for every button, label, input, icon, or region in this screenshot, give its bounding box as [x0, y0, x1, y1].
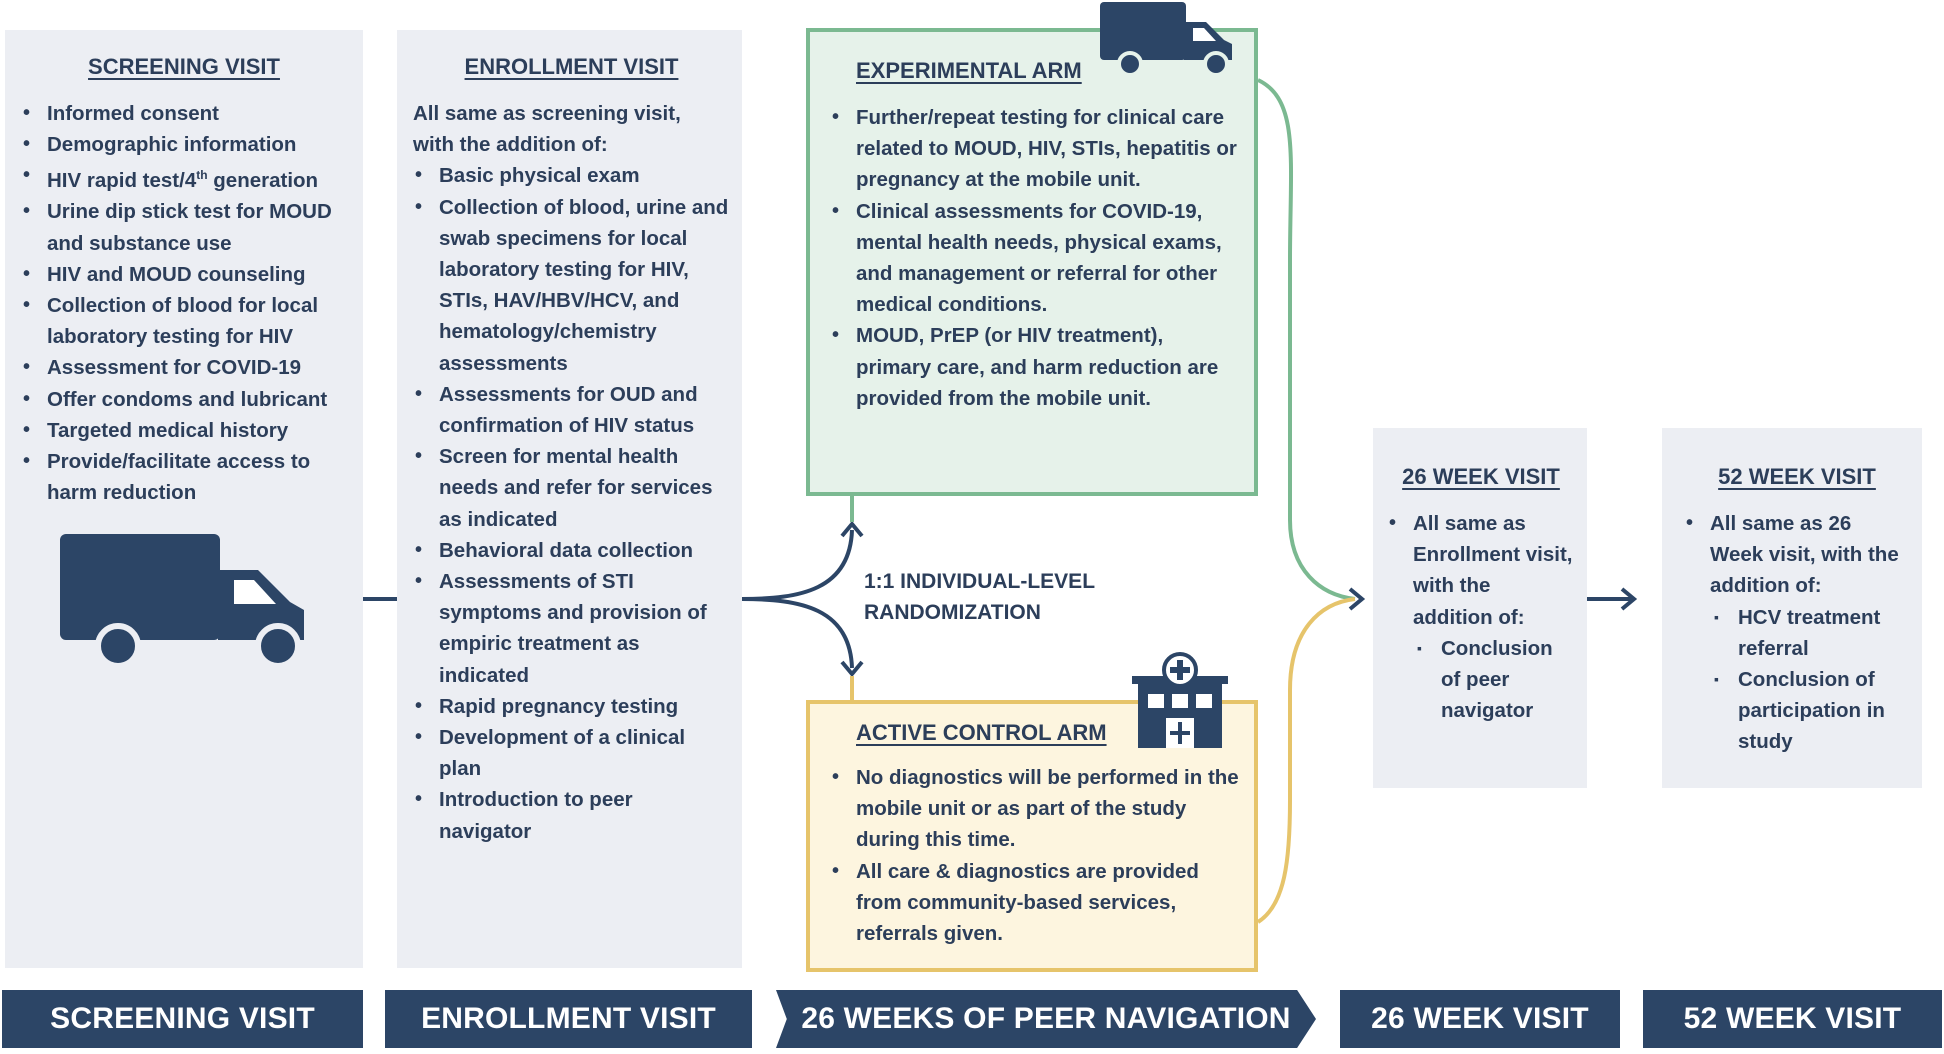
screening-panel: SCREENING VISIT Informed consent Demogra…	[5, 30, 363, 968]
timeline-enrollment: ENROLLMENT VISIT	[385, 990, 752, 1048]
timeline-week26: 26 WEEK VISIT	[1340, 990, 1620, 1048]
active-control-arm-panel: ACTIVE CONTROL ARM No diagnostics will b…	[806, 700, 1258, 972]
list-item: Demographic information	[21, 129, 347, 160]
list-item: Collection of blood, urine and swab spec…	[413, 192, 730, 379]
week26-list: All same as Enrollment visit, with the a…	[1387, 508, 1575, 633]
list-item: Behavioral data collection	[413, 535, 730, 566]
timeline-screening: SCREENING VISIT	[2, 990, 363, 1048]
screening-list: Informed consent Demographic information…	[21, 98, 347, 508]
list-item: Informed consent	[21, 98, 347, 129]
list-item: Further/repeat testing for clinical care…	[830, 102, 1242, 196]
list-item: Introduction to peer navigator	[413, 784, 730, 846]
experimental-arm-panel: EXPERIMENTAL ARM Further/repeat testing …	[806, 28, 1258, 496]
list-item: MOUD, PrEP (or HIV treatment), primary c…	[830, 320, 1242, 414]
arrow-right-icon	[1348, 587, 1366, 611]
arrow-down-icon	[840, 660, 864, 678]
list-item: Development of a clinical plan	[413, 722, 730, 784]
arrow-right-icon	[1620, 587, 1638, 611]
week26-title: 26 WEEK VISIT	[1402, 464, 1560, 489]
week52-title: 52 WEEK VISIT	[1718, 464, 1876, 489]
randomization-label-line1: 1:1 INDIVIDUAL-LEVEL	[864, 570, 1096, 593]
control-list: No diagnostics will be performed in the …	[824, 762, 1242, 949]
list-item: All care & diagnostics are provided from…	[830, 856, 1242, 950]
list-item: All same as 26 Week visit, with the addi…	[1684, 508, 1910, 602]
arrow-up-icon	[840, 520, 864, 538]
control-to-week26-connector	[1256, 597, 1356, 924]
list-item: Rapid pregnancy testing	[413, 691, 730, 722]
experimental-to-week26-connector	[1257, 78, 1356, 601]
sub-list-item: Conclusion of participation in study	[1710, 664, 1910, 758]
randomization-fork-up	[741, 529, 854, 601]
truck-icon	[1100, 2, 1232, 77]
randomization-label: 1:1 INDIVIDUAL-LEVEL RANDOMIZATION	[864, 566, 1124, 628]
sub-list-item: Conclusion of peer navigator	[1413, 633, 1575, 727]
timeline-week52: 52 WEEK VISIT	[1643, 990, 1942, 1048]
list-item: All same as Enrollment visit, with the a…	[1387, 508, 1575, 633]
list-item: Targeted medical history	[21, 415, 347, 446]
enrollment-panel: ENROLLMENT VISIT All same as screening v…	[397, 30, 742, 968]
enrollment-title: ENROLLMENT VISIT	[464, 54, 679, 79]
enrollment-intro: All same as screening visit, with the ad…	[413, 102, 681, 157]
list-item: No diagnostics will be performed in the …	[830, 762, 1242, 856]
list-item: Urine dip stick test for MOUD and substa…	[21, 196, 347, 258]
list-item: Screen for mental health needs and refer…	[413, 441, 730, 535]
experimental-title: EXPERIMENTAL ARM	[856, 58, 1082, 83]
list-item: Basic physical exam	[413, 160, 730, 191]
randomization-fork-down	[741, 597, 854, 669]
control-title: ACTIVE CONTROL ARM	[856, 720, 1107, 745]
list-item: Clinical assessments for COVID-19, menta…	[830, 196, 1242, 321]
list-item: Offer condoms and lubricant	[21, 384, 347, 415]
randomization-label-line2: RANDOMIZATION	[864, 601, 1041, 624]
timeline-peer-navigation: 26 WEEKS OF PEER NAVIGATION	[776, 990, 1316, 1048]
list-item: Assessments of STI symptoms and provisio…	[413, 566, 730, 691]
week52-panel: 52 WEEK VISIT All same as 26 Week visit,…	[1662, 428, 1922, 788]
week26-sublist: Conclusion of peer navigator	[1387, 633, 1575, 727]
list-item: Collection of blood for local laboratory…	[21, 290, 347, 352]
list-item: Assessments for OUD and confirmation of …	[413, 379, 730, 441]
sub-list-item: HCV treatment referral	[1710, 602, 1910, 664]
list-item: HIV and MOUD counseling	[21, 259, 347, 290]
experimental-list: Further/repeat testing for clinical care…	[824, 102, 1242, 414]
week52-list: All same as 26 Week visit, with the addi…	[1684, 508, 1910, 602]
list-item: HIV rapid test/4th generation	[21, 160, 347, 196]
week26-panel: 26 WEEK VISIT All same as Enrollment vis…	[1373, 428, 1587, 788]
enrollment-list: Basic physical exam Collection of blood,…	[413, 160, 730, 846]
list-item: Provide/facilitate access to harm reduct…	[21, 446, 347, 508]
list-item: Assessment for COVID-19	[21, 352, 347, 383]
week52-sublist: HCV treatment referral Conclusion of par…	[1684, 602, 1910, 758]
truck-icon	[60, 534, 304, 669]
hospital-icon	[1132, 652, 1228, 748]
screening-title: SCREENING VISIT	[88, 54, 280, 79]
